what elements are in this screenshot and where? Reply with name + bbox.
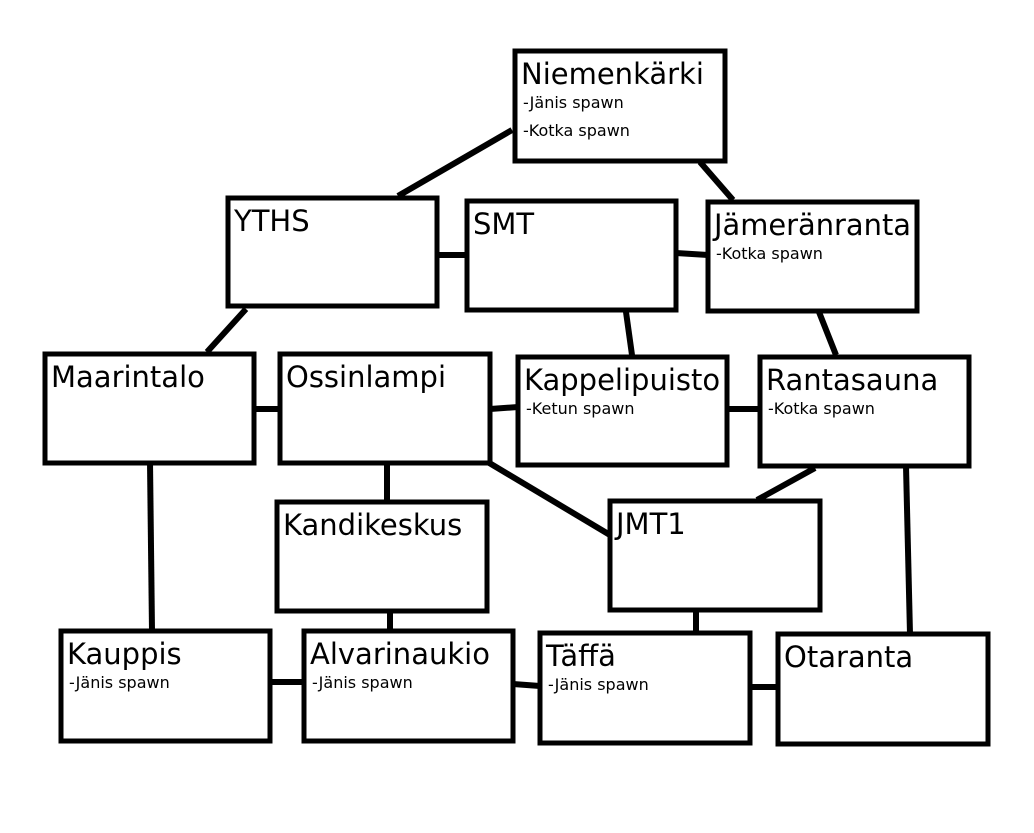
connections-layer	[147, 127, 913, 690]
connection-yths-maarintalo	[204, 306, 249, 355]
room-name: Otaranta	[784, 640, 913, 674]
room-box-jmt1: JMT1	[607, 498, 823, 613]
room-name: YTHS	[233, 204, 310, 238]
room-border	[225, 195, 440, 309]
connection-smt-jameranranta	[675, 250, 709, 258]
connection-ossinlampi-jmt1	[484, 458, 612, 538]
room-name: Kappelipuisto	[524, 363, 720, 397]
room-name: Ossinlampi	[286, 360, 446, 394]
room-name: Jämeränranta	[712, 208, 911, 242]
room-box-kauppis: Kauppis -Jänis spawn	[58, 628, 273, 744]
room-spawn-note: -Kotka spawn	[768, 399, 875, 418]
connection-alvarinaukio-taffa	[512, 681, 541, 689]
room-border	[58, 628, 273, 744]
room-spawn-note: -Jänis spawn	[523, 93, 624, 112]
room-border	[274, 499, 490, 614]
room-spawn-note: -Kotka spawn	[716, 244, 823, 263]
connection-niemenkarki-jameranranta	[697, 160, 736, 202]
room-border	[512, 48, 728, 164]
room-border	[42, 351, 257, 466]
room-spawn-note: -Jänis spawn	[312, 673, 413, 692]
room-box-niemenkarki: Niemenkärki -Jänis spawn -Kotka spawn	[512, 48, 728, 164]
room-name: Alvarinaukio	[310, 637, 490, 671]
room-box-rantasauna: Rantasauna -Kotka spawn	[757, 354, 972, 469]
room-name: SMT	[473, 207, 534, 241]
room-spawn-note: -Kotka spawn	[523, 121, 630, 140]
room-box-taffa: Täffä -Jänis spawn	[537, 630, 753, 746]
room-border	[301, 628, 516, 744]
room-box-maarintalo: Maarintalo	[42, 351, 257, 466]
room-name: Rantasauna	[766, 363, 938, 397]
room-spawn-note: -Jänis spawn	[548, 675, 649, 694]
connection-ossinlampi-kappelipuisto	[489, 404, 519, 412]
room-box-yths: YTHS	[225, 195, 440, 309]
room-border	[757, 354, 972, 469]
connection-rantasauna-otaranta	[903, 465, 913, 635]
connection-jameranranta-rantasauna	[816, 310, 839, 357]
room-border	[537, 630, 753, 746]
room-border	[464, 198, 679, 313]
room-spawn-note: -Ketun spawn	[526, 399, 634, 418]
room-border	[515, 354, 730, 468]
connection-maarintalo-kauppis	[147, 461, 155, 632]
room-box-otaranta: Otaranta	[775, 631, 991, 747]
room-name: Maarintalo	[51, 360, 205, 394]
room-border	[705, 199, 920, 314]
room-box-smt: SMT	[464, 198, 679, 313]
room-border	[607, 498, 823, 613]
room-box-jameranranta: Jämeränranta -Kotka spawn	[705, 199, 920, 314]
connection-smt-kappelipuisto	[623, 311, 635, 356]
room-spawn-note: -Jänis spawn	[69, 673, 170, 692]
room-name: Niemenkärki	[521, 57, 704, 91]
room-name: Täffä	[545, 639, 616, 673]
room-border	[277, 351, 493, 466]
room-name: JMT1	[614, 507, 686, 541]
connection-niemenkarki-yths	[396, 127, 514, 199]
room-name: Kandikeskus	[283, 508, 462, 542]
connection-rantasauna-jmt1	[755, 465, 817, 503]
room-box-kandikeskus: Kandikeskus	[274, 499, 490, 614]
room-box-kappelipuisto: Kappelipuisto -Ketun spawn	[515, 354, 730, 468]
room-box-alvarinaukio: Alvarinaukio -Jänis spawn	[301, 628, 516, 744]
room-box-ossinlampi: Ossinlampi	[277, 351, 493, 466]
room-border	[775, 631, 991, 747]
room-name: Kauppis	[67, 637, 182, 671]
